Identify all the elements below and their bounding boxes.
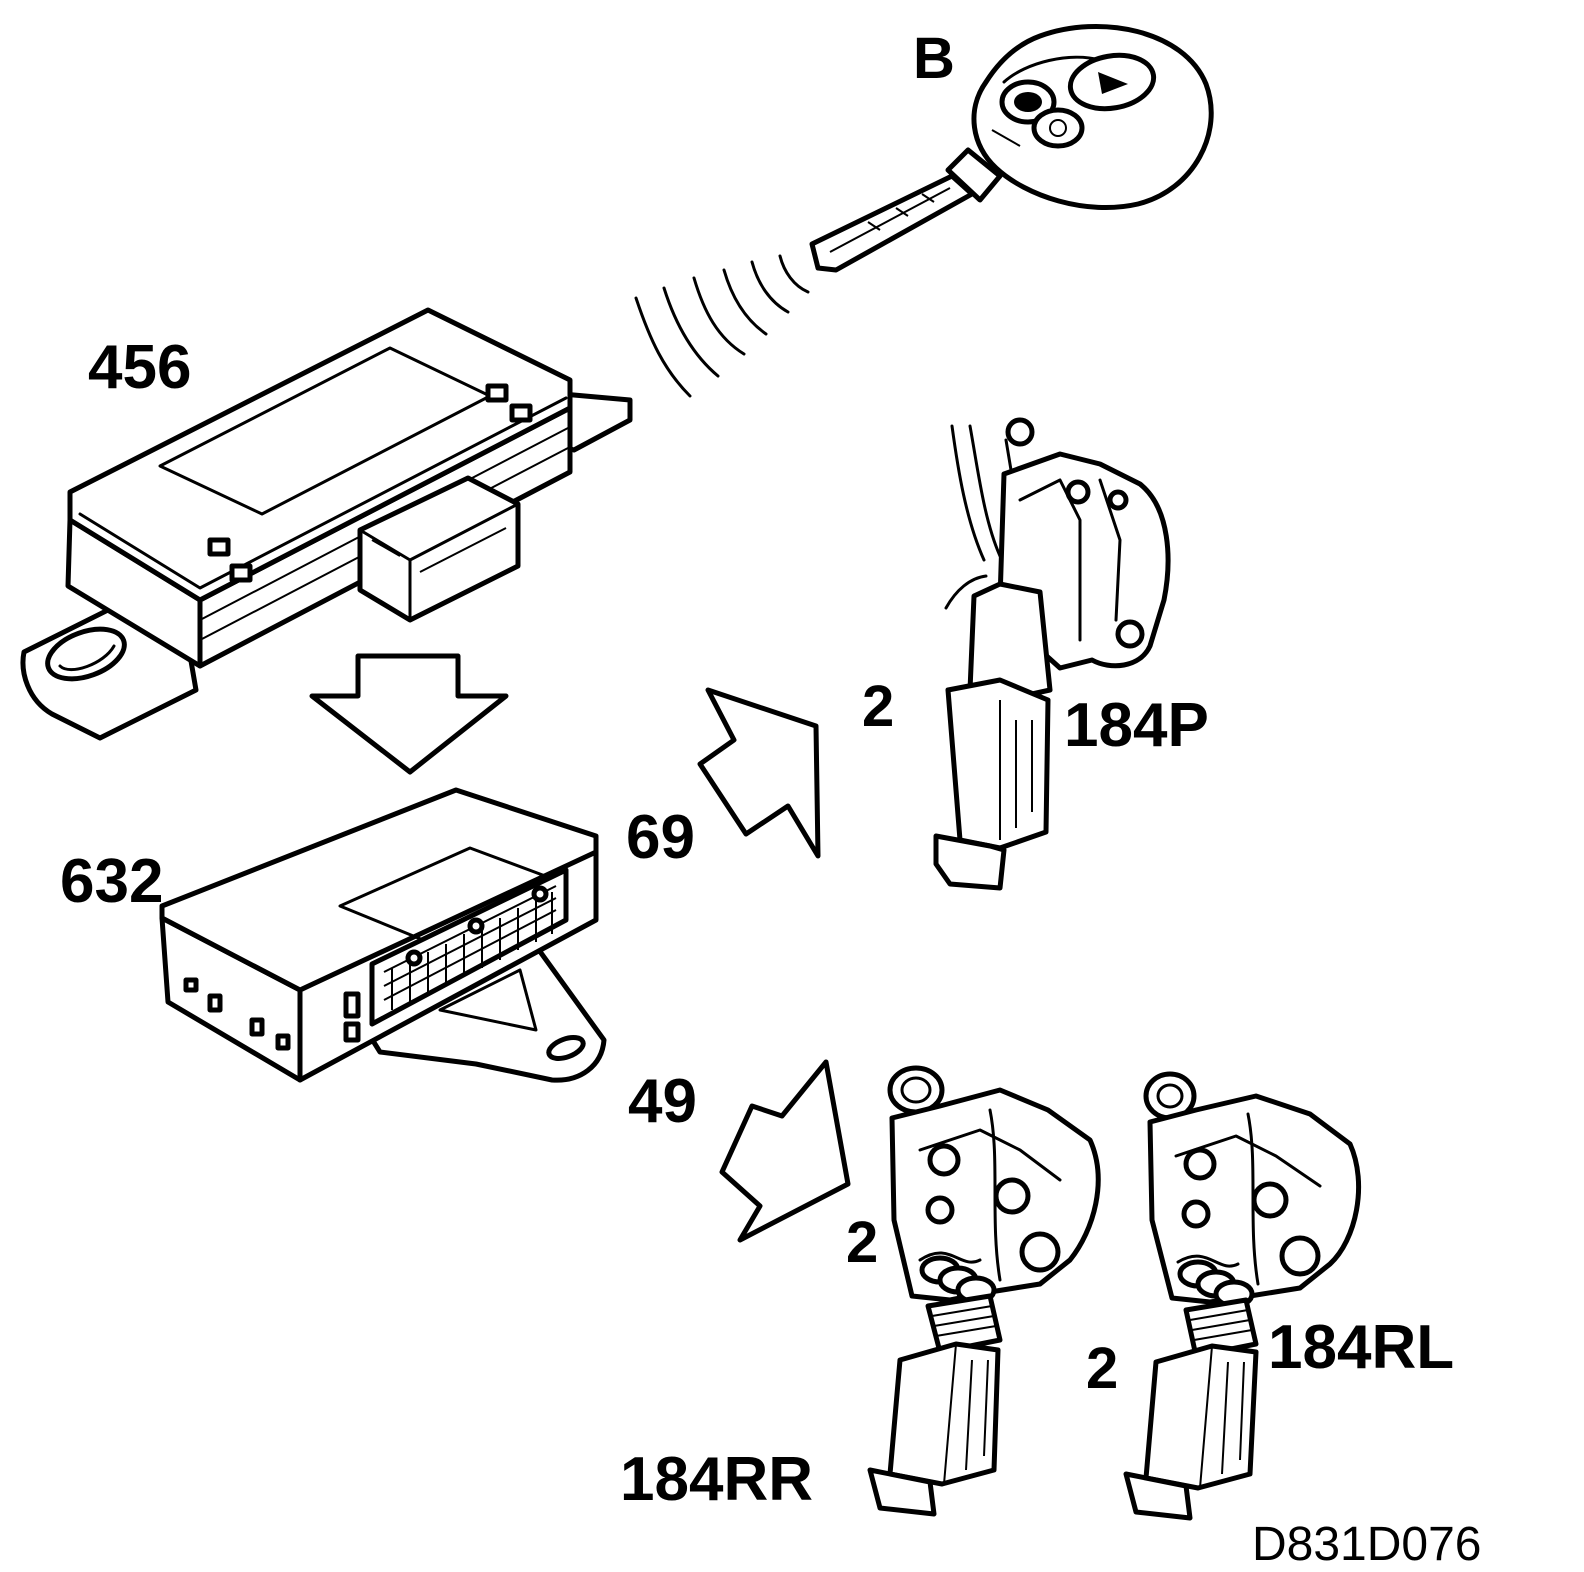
label-arrow-lower: 49 bbox=[628, 1067, 697, 1136]
label-control-module: 632 bbox=[60, 847, 163, 916]
lock-actuator-front bbox=[933, 417, 1171, 891]
label-conn-rear-right: 2 bbox=[846, 1210, 878, 1275]
label-lock-rear-left: 184RL bbox=[1268, 1313, 1454, 1382]
lock-actuator-rear-left bbox=[1123, 1071, 1362, 1521]
lock-actuator-rear-right bbox=[867, 1065, 1101, 1517]
arrow-upper bbox=[697, 687, 821, 859]
radio-signal-waves bbox=[634, 254, 810, 398]
label-lock-rear-right: 184RR bbox=[620, 1445, 813, 1514]
down-arrow bbox=[309, 653, 509, 775]
remote-key bbox=[809, 24, 1214, 273]
label-conn-front: 2 bbox=[862, 674, 894, 739]
receiver-unit bbox=[20, 307, 633, 741]
label-lock-front: 184P bbox=[1064, 691, 1209, 760]
label-receiver: 456 bbox=[88, 333, 191, 402]
label-arrow-upper: 69 bbox=[626, 803, 695, 872]
label-key: B bbox=[913, 26, 955, 91]
label-conn-rear-left: 2 bbox=[1086, 1336, 1118, 1401]
arrow-lower bbox=[719, 1059, 851, 1243]
control-module bbox=[159, 787, 607, 1083]
figure-code: D831D076 bbox=[1252, 1518, 1482, 1571]
